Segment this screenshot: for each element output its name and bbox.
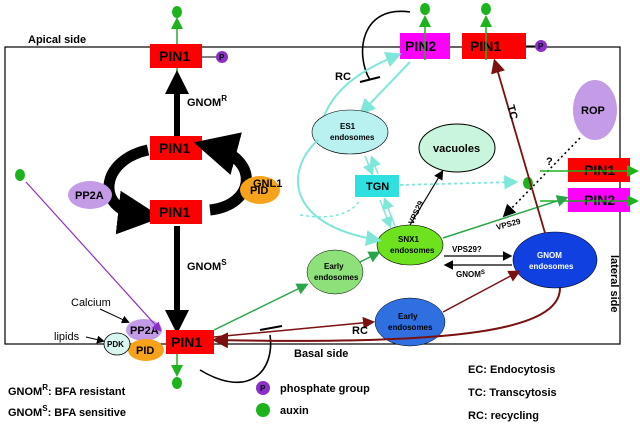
phosphate-group-icon [535, 40, 547, 52]
phosphorylation-arrow [193, 132, 252, 216]
svg-text:PIN1: PIN1 [171, 334, 202, 350]
gnl1-label: GNL1 [253, 178, 282, 190]
dephosphorylation-arrow [103, 144, 162, 235]
svg-text:endosomes: endosomes [330, 133, 375, 142]
svg-text:P: P [538, 42, 544, 51]
legend-gnom-r: GNOMR: BFA resistant [8, 383, 126, 398]
tc-transcytosis-arrow [491, 58, 546, 234]
auxin-icon [420, 3, 430, 15]
legend-phosphate-label: phosphate group [280, 383, 370, 395]
gnom-endosomes-node [512, 231, 598, 289]
vps29-lateral-arrow [442, 195, 569, 239]
svg-text:endosomes: endosomes [388, 323, 433, 332]
gnom-s-small-label: GNOMS [456, 270, 485, 279]
svg-text:endosomes: endosomes [529, 262, 574, 271]
svg-text:PP2A: PP2A [75, 190, 104, 202]
calcium-label: Calcium [71, 297, 111, 309]
lipids-label: lipids [54, 331, 80, 343]
legend-auxin-label: auxin [280, 405, 309, 417]
apical-side-label: Apical side [28, 34, 86, 46]
basal-side-label: Basal side [294, 348, 348, 360]
pin1-middle-node [150, 136, 202, 160]
legend-rc: RC: recycling [468, 410, 539, 422]
rc-bottom-label: RC [352, 325, 368, 337]
svg-text:ES1: ES1 [340, 122, 356, 131]
pin1-apical-label: PIN1 [159, 48, 190, 64]
legend-auxin-icon [256, 403, 270, 417]
pp2a-node [68, 181, 112, 209]
svg-text:TGN: TGN [366, 181, 389, 193]
pin1-lateral-node [568, 158, 630, 182]
tc-label: TC [504, 104, 519, 121]
pid-basal-node [128, 339, 164, 361]
basal-inhibition-curve [199, 334, 272, 383]
legend-tc: TC: Transcytosis [468, 387, 557, 399]
gnom-s-label: GNOMS [187, 258, 227, 273]
basal-to-early1-arrow [213, 283, 309, 331]
svg-text:PIN1: PIN1 [159, 204, 190, 220]
vps29-vacuole-label: VPS29 [407, 199, 426, 226]
svg-text:vacuoles: vacuoles [433, 143, 480, 155]
svg-text:endosomes: endosomes [314, 273, 359, 282]
tgn-node [355, 175, 399, 197]
legend-phosphate-icon [256, 381, 270, 395]
svg-text:PID: PID [250, 185, 268, 197]
vacuoles-node [418, 123, 496, 173]
phosphate-group-icon [216, 51, 228, 63]
svg-text:P: P [219, 53, 225, 62]
pin1-lower-node [150, 200, 202, 224]
tgn-to-lateral-dotted-arrow [399, 175, 519, 190]
auxin-icon [15, 169, 25, 181]
rop-node [573, 80, 617, 140]
gnom-r-label: GNOMR [187, 94, 227, 109]
svg-text:PID: PID [136, 345, 154, 357]
svg-text:Early: Early [398, 312, 418, 321]
question-label: ? [546, 156, 553, 168]
gnl1-cyan-curve [297, 139, 382, 246]
pid-node [240, 176, 280, 204]
early2-to-gnom-arrow [442, 270, 521, 313]
es1-endosomes-node [311, 109, 389, 155]
svg-text:PIN1: PIN1 [584, 162, 615, 178]
lateral-side-label: lateral side [608, 255, 620, 312]
svg-text:PIN2: PIN2 [405, 38, 436, 54]
auxin-influx-arrow [25, 181, 162, 332]
auxin-icon [481, 3, 491, 15]
svg-text:Early: Early [324, 262, 344, 271]
snx1-to-vacuoles-arrow [409, 169, 444, 226]
vps29q-label: VPS29? [452, 245, 482, 254]
svg-text:PIN2: PIN2 [584, 192, 615, 208]
snx1-endosomes-node [376, 224, 444, 266]
early-endosomes-gnom-node [374, 297, 446, 347]
pin2-lateral-node [568, 188, 630, 212]
svg-text:SNX1: SNX1 [398, 235, 419, 244]
auxin-icon [172, 6, 182, 18]
auxin-icon [172, 377, 182, 389]
early-endosomes-ec-node [306, 249, 364, 295]
svg-text:PP2A: PP2A [130, 325, 159, 337]
early1-to-snx1-arrow [359, 251, 381, 263]
pin1-apical-right-node [462, 33, 526, 59]
basal-to-early2-arrow [213, 316, 375, 338]
rc-recycling-arrow-bottom [212, 287, 561, 349]
pdk-node [103, 332, 131, 356]
svg-text:GNOM: GNOM [537, 251, 562, 260]
pin1-basal-node [166, 330, 214, 354]
svg-text:PIN1: PIN1 [159, 140, 190, 156]
pin1-apical-node [150, 44, 202, 68]
svg-text:P: P [260, 384, 266, 393]
legend-ec: EC: Endocytosis [468, 364, 555, 376]
legend-gnom-s: GNOMS: BFA sensitive [8, 404, 126, 419]
svg-text:endosomes: endosomes [390, 246, 435, 255]
rc-top-label: RC [335, 71, 351, 83]
svg-text:ROP: ROP [581, 105, 605, 117]
svg-text:PDK: PDK [107, 340, 124, 349]
